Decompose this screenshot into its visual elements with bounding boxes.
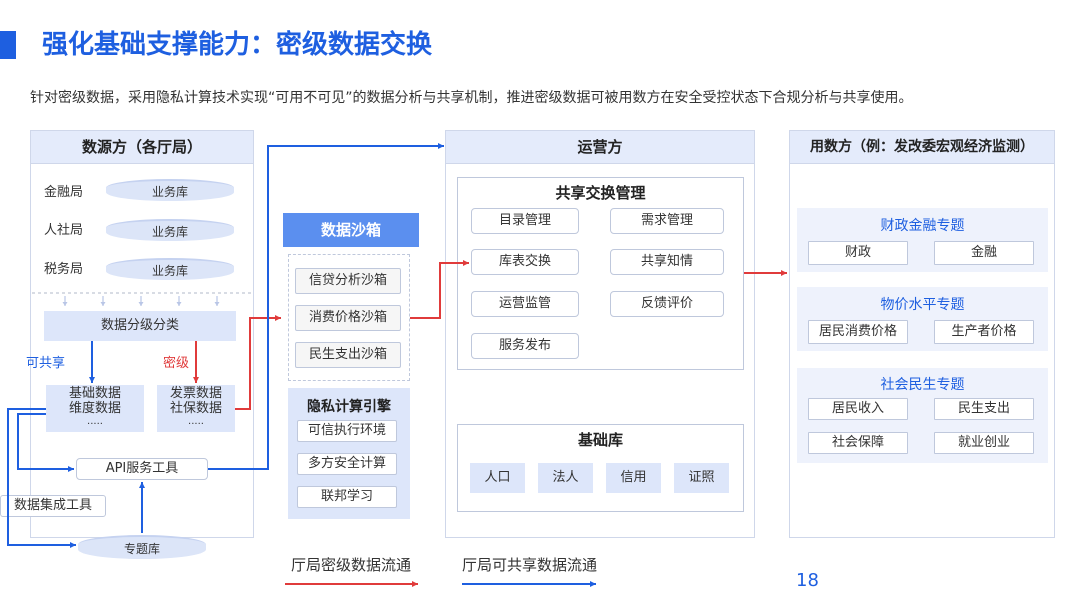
shareable-label: 可共享 (26, 356, 66, 371)
sandbox-item: 消费价格沙箱 (295, 305, 401, 331)
business-db-cylinder: 业务库 (106, 179, 234, 201)
exchange-item: 目录管理 (471, 208, 579, 234)
page-title: 强化基础支撑能力：密级数据交换 (42, 30, 433, 60)
engine-item: 联邦学习 (297, 486, 397, 508)
sandbox-list (288, 254, 410, 381)
operator-panel-header: 运营方 (445, 130, 755, 164)
topic-title: 财政金融专题 (880, 218, 965, 234)
department-label: 税务局 (44, 262, 84, 277)
engine-item: 多方安全计算 (297, 453, 397, 475)
secret-data-item: ..... (188, 416, 204, 427)
base-library-item: 信用 (606, 463, 661, 493)
data-integration-tool: 数据集成工具 (0, 495, 106, 517)
base-library-item: 人口 (470, 463, 525, 493)
topic-db-cylinder: 专题库 (78, 535, 206, 559)
sandbox-header: 数据沙箱 (283, 213, 419, 247)
exchange-management-title: 共享交换管理 (555, 184, 646, 202)
shareable-data-item: 基础数据 (68, 386, 121, 401)
privacy-engine-title: 隐私计算引擎 (307, 399, 391, 415)
page-subtitle: 针对密级数据，采用隐私计算技术实现“可用不可见”的数据分析与共享机制，推进密级数… (30, 90, 913, 106)
department-label: 金融局 (44, 185, 84, 200)
exchange-item: 共享知情 (610, 249, 724, 275)
base-library-item: 证照 (674, 463, 729, 493)
topic-item: 金融 (934, 241, 1034, 265)
exchange-item: 库表交换 (471, 249, 579, 275)
topic-title: 物价水平专题 (880, 297, 965, 313)
base-library-item: 法人 (538, 463, 593, 493)
data-classification-box: 数据分级分类 (44, 311, 236, 341)
sandbox-item: 民生支出沙箱 (295, 342, 401, 368)
sandbox-item: 信贷分析沙箱 (295, 268, 401, 294)
secret-data-box: 发票数据 社保数据 ..... (157, 385, 235, 432)
legend-share-flow: 厅局可共享数据流通 (462, 556, 598, 574)
exchange-item: 运营监管 (471, 291, 579, 317)
secret-data-item: 发票数据 (169, 386, 222, 401)
secret-label: 密级 (163, 356, 190, 371)
department-label: 人社局 (44, 223, 84, 238)
legend-secret-flow: 厅局密级数据流通 (291, 556, 412, 574)
topic-item: 生产者价格 (934, 320, 1034, 344)
topic-item: 社会保障 (808, 432, 908, 454)
topic-item: 就业创业 (934, 432, 1034, 454)
consumer-panel-header: 用数方（例：发改委宏观经济监测） (789, 130, 1055, 164)
shareable-data-item: 维度数据 (68, 401, 121, 416)
exchange-item: 反馈评价 (610, 291, 724, 317)
base-library-title: 基础库 (577, 431, 623, 449)
page-number: 18 (796, 570, 819, 591)
shareable-data-item: ..... (87, 416, 103, 427)
topic-title: 社会民生专题 (880, 377, 965, 393)
shareable-data-box: 基础数据 维度数据 ..... (46, 385, 144, 432)
topic-item: 居民收入 (808, 398, 908, 420)
topic-item: 民生支出 (934, 398, 1034, 420)
secret-data-item: 社保数据 (169, 401, 222, 416)
source-panel-header: 数源方（各厅局） (30, 130, 254, 164)
business-db-cylinder: 业务库 (106, 219, 234, 241)
exchange-item: 需求管理 (610, 208, 724, 234)
title-accent-bar (0, 31, 16, 59)
engine-item: 可信执行环境 (297, 420, 397, 442)
topic-item: 居民消费价格 (808, 320, 908, 344)
api-service-tool: API服务工具 (76, 458, 208, 480)
business-db-cylinder: 业务库 (106, 258, 234, 280)
exchange-item: 服务发布 (471, 333, 579, 359)
topic-item: 财政 (808, 241, 908, 265)
